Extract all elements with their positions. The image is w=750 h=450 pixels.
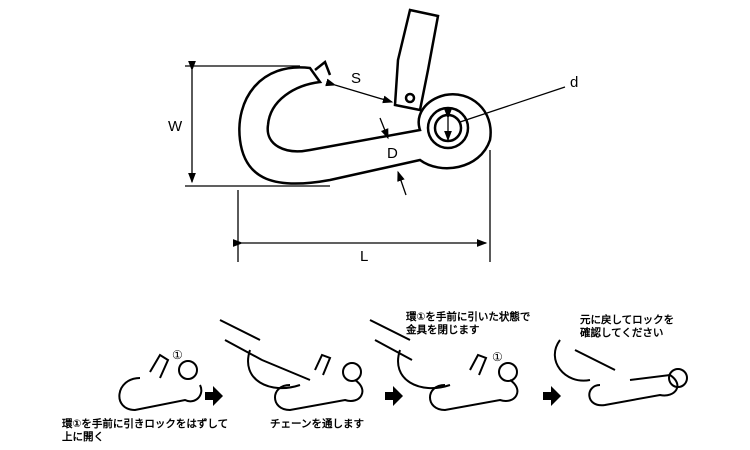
step-3-caption: 環①を手前に引いた状態で金具を閉じます	[406, 311, 531, 336]
arrow-right-icon	[205, 386, 223, 406]
step-1-hook	[118, 353, 203, 412]
step-2-caption: チェーンを通します	[270, 418, 364, 430]
arrow-right-icon	[543, 386, 561, 406]
dimension-label-d-large: D	[387, 145, 398, 162]
dimension-label-d-small: d	[570, 74, 579, 91]
ring-marker-step1: ①	[172, 348, 183, 362]
step-3-hook-chain	[369, 319, 519, 412]
step-2-hook-chain	[219, 319, 364, 412]
snap-hook-main	[238, 8, 492, 185]
arrow-right-icon	[385, 386, 403, 406]
step-4-hook-chain	[553, 339, 688, 407]
dimension-lines	[185, 60, 566, 262]
step-illustrations	[118, 319, 688, 412]
dimension-label-w: W	[168, 118, 183, 135]
ring-marker-step3: ①	[492, 350, 503, 364]
dimension-label-s: S	[351, 70, 362, 87]
step-arrows	[205, 386, 561, 406]
step-1-caption: 環①を手前に引きロックをはずして上に開く	[62, 418, 229, 443]
dimension-label-l: L	[360, 248, 369, 265]
step-4-caption: 元に戻してロックを確認してください	[580, 314, 675, 339]
